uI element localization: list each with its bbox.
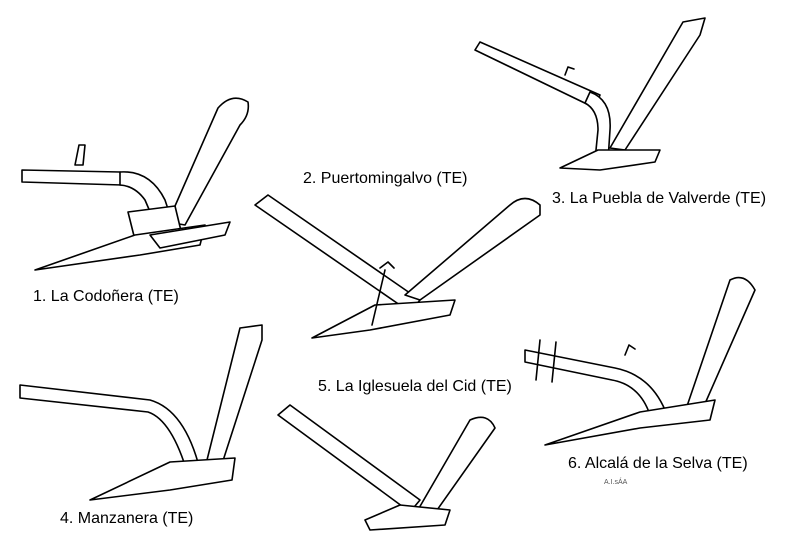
artist-signature: A.I.sÁA — [604, 477, 628, 486]
plow-drawing-5 — [277, 404, 496, 531]
plow-label-2: 2. Puertomingalvo (TE) — [303, 170, 468, 187]
plow-drawing-4 — [19, 324, 263, 501]
plow-label-1: 1. La Codoñera (TE) — [33, 288, 179, 305]
plow-label-5: 5. La Iglesuela del Cid (TE) — [318, 378, 512, 395]
plow-label-6: 6. Alcalá de la Selva (TE) — [568, 455, 748, 472]
plow-drawing-2 — [254, 194, 541, 339]
plow-label-3: 3. La Puebla de Valverde (TE) — [552, 190, 767, 207]
plow-label-4: 4. Manzanera (TE) — [60, 510, 194, 527]
plow-drawing-1 — [21, 97, 250, 271]
plow-drawing-6: A.I.sÁA — [524, 276, 756, 486]
plow-drawing-3 — [474, 17, 706, 171]
